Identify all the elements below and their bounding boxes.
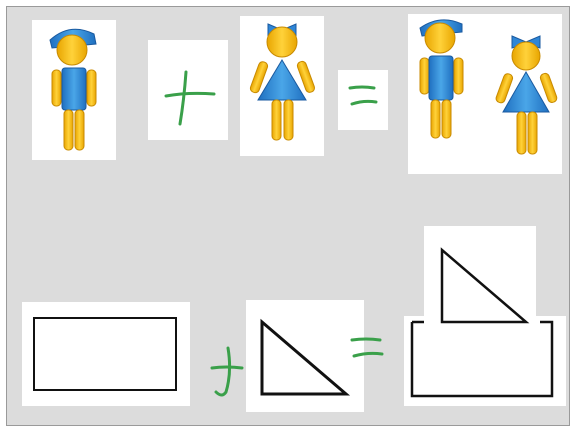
combined-rectangle <box>412 322 552 396</box>
combined-shape <box>412 250 552 396</box>
boy-head <box>57 35 87 65</box>
boy-figure-1 <box>50 29 96 150</box>
girl-figure-1 <box>249 24 315 140</box>
boy-shirt <box>429 56 453 100</box>
boy-leg-right <box>442 100 451 138</box>
plus-sign-bottom <box>212 348 242 395</box>
equals-sign-top <box>350 87 376 104</box>
girl-leg-left <box>517 112 526 154</box>
girl-leg-right <box>528 112 537 154</box>
girl-head <box>512 42 540 70</box>
boy-figure-2 <box>420 20 463 138</box>
girl-head <box>267 27 297 57</box>
right-triangle-shape <box>262 322 346 394</box>
rectangle-shape <box>34 318 176 390</box>
boy-shirt <box>62 68 86 110</box>
equals-sign-bottom <box>352 339 382 356</box>
girl-figure-2 <box>495 36 558 154</box>
girl-leg-left <box>272 100 281 140</box>
boy-head <box>425 23 455 53</box>
boy-leg-left <box>64 110 73 150</box>
boy-arm-left <box>420 58 429 94</box>
plus-sign-top <box>166 72 214 124</box>
boy-arm-right <box>87 70 96 106</box>
girl-arm-right <box>539 72 558 103</box>
boy-leg-right <box>75 110 84 150</box>
girl-leg-right <box>284 100 293 140</box>
boy-leg-left <box>431 100 440 138</box>
boy-arm-right <box>454 58 463 94</box>
boy-arm-left <box>52 70 61 106</box>
combined-triangle <box>442 250 526 322</box>
